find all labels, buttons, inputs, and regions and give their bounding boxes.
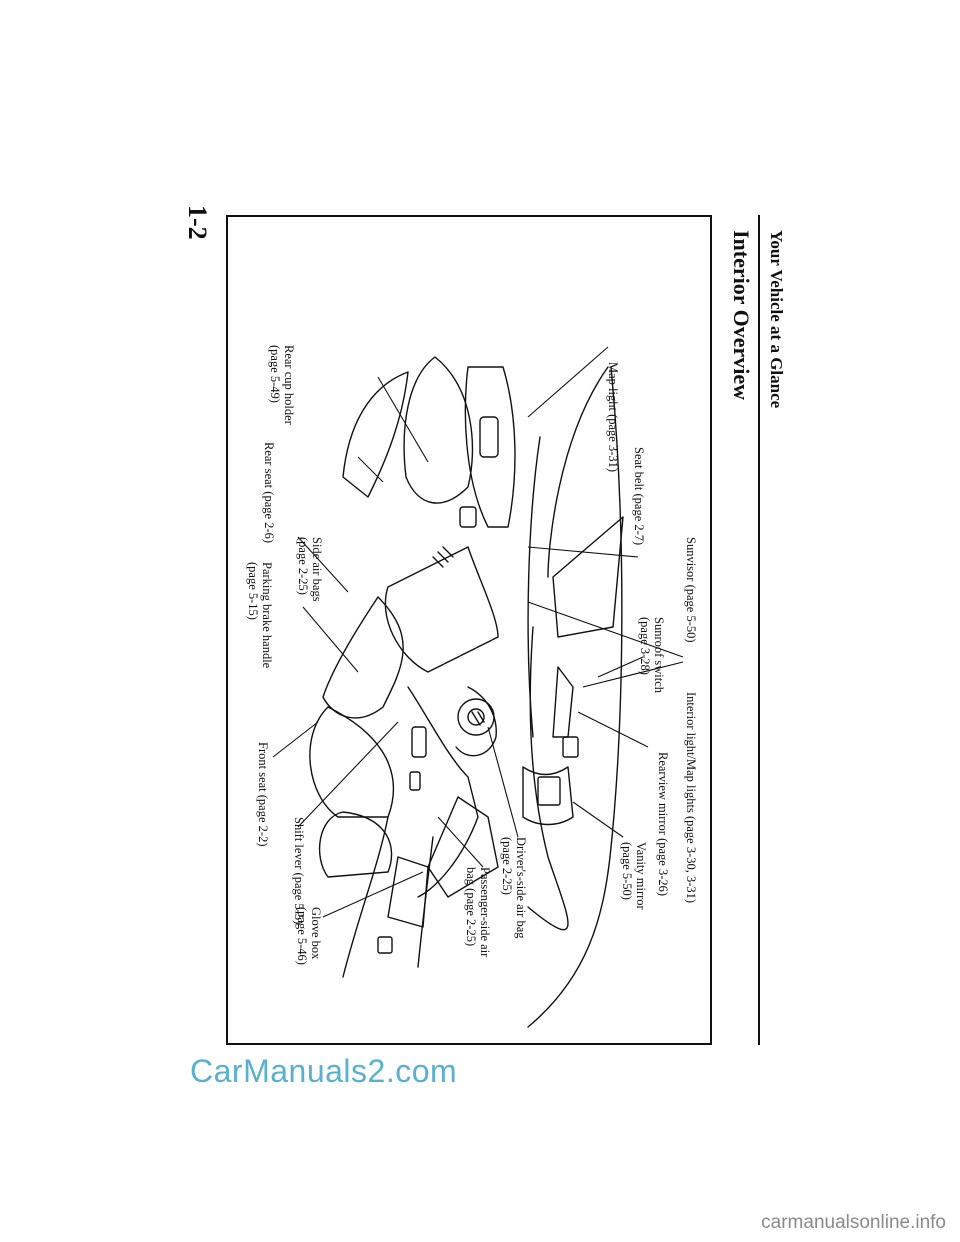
header-divider — [758, 215, 760, 1045]
callout-glove-box: Glove box (page 5-46) — [295, 907, 323, 965]
callout-sunvisor: Sunvisor (page 5-50) — [684, 537, 698, 643]
watermark-url: carmanualsonline.info — [761, 1212, 946, 1233]
interior-illustration-frame: Sunvisor (page 5-50) Interior light/Map … — [226, 215, 712, 1045]
page-number: 1-2 — [183, 205, 212, 240]
interior-illustration — [272, 346, 684, 1028]
callout-sunroof-switch: Sunroof switch (page 3-28) — [638, 617, 666, 694]
page-heading: Interior Overview — [729, 230, 754, 401]
callout-map-light: Map light (page 3-31) — [606, 362, 620, 473]
callout-parking-brake: Parking brake handle (page 5-15) — [246, 562, 274, 669]
callout-rearview-mirror: Rearview mirror (page 3-26) — [656, 752, 670, 897]
watermark-brand: CarManuals2.com — [190, 1053, 458, 1089]
callout-vanity-mirror: Vanity mirror (page 5-50) — [620, 842, 648, 910]
callout-rear-cup-holder: Rear cup holder (page 5-49) — [268, 345, 296, 425]
section-title: Your Vehicle at a Glance — [767, 230, 786, 409]
callout-interior-light: Interior light/Map lights (page 3-30, 3-… — [684, 692, 698, 904]
callout-rear-seat: Rear seat (page 2-6) — [262, 442, 276, 543]
callout-passenger-airbag: Passenger-side air bag (page 2-25) — [464, 867, 492, 958]
callout-seat-belt: Seat belt (page 2-7) — [632, 447, 646, 546]
callout-front-seat: Front seat (page 2-2) — [256, 742, 270, 847]
callout-driver-airbag: Driver's-side air bag (page 2-25) — [500, 837, 528, 939]
callout-side-air-bags: Side air bags (page 2-25) — [296, 537, 324, 602]
